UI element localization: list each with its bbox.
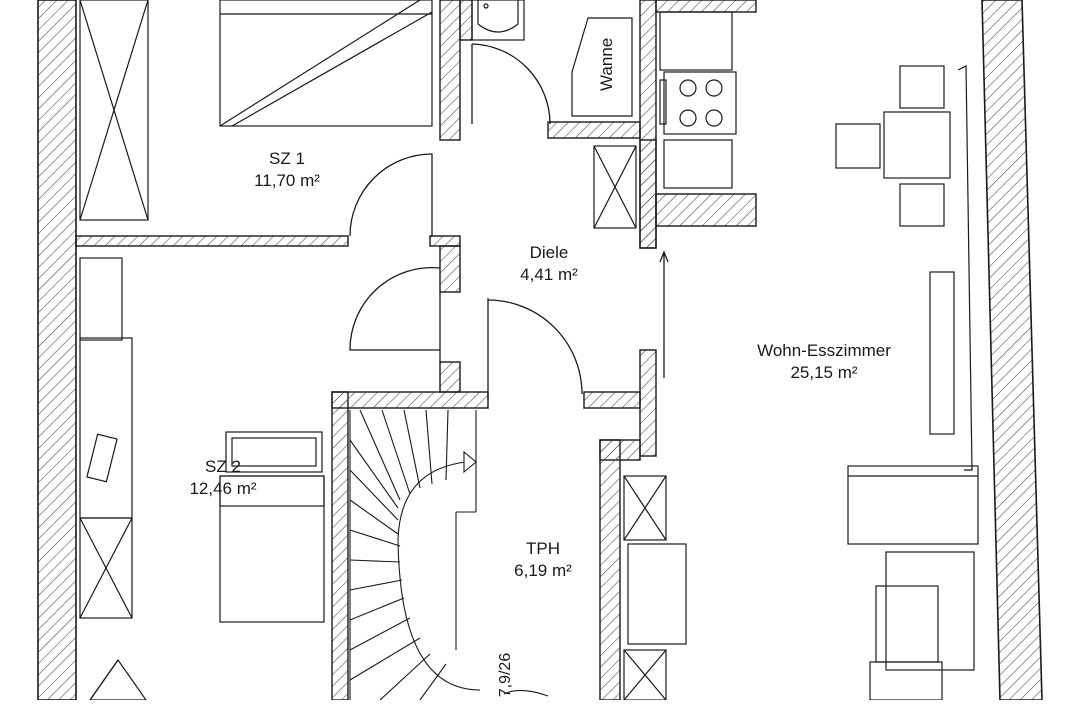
bathtub-label: Wanne bbox=[597, 37, 616, 91]
kitchen-fixtures bbox=[593, 11, 737, 229]
room-label-wohn: Wohn-Esszimmer 25,15 m² bbox=[724, 340, 924, 384]
room-area: 25,15 m² bbox=[790, 363, 858, 382]
wall-sz1-sz2-right bbox=[429, 235, 461, 247]
wash-basin bbox=[471, 0, 525, 41]
arrow-living bbox=[659, 250, 669, 263]
wall-right bbox=[981, 0, 1043, 700]
room-name: Diele bbox=[529, 243, 569, 262]
room-name: TPH bbox=[526, 539, 560, 558]
wall-bath-inner bbox=[547, 121, 641, 139]
room-label-tph: TPH 6,19 m² bbox=[488, 538, 598, 582]
room-area: 11,70 m² bbox=[254, 171, 320, 190]
room-label-diele: Diele 4,41 m² bbox=[494, 242, 604, 286]
room-name: Wohn-Esszimmer bbox=[757, 341, 891, 360]
door-sz1 bbox=[349, 153, 433, 237]
wall-left bbox=[37, 0, 77, 700]
wall-bath-left bbox=[459, 0, 473, 41]
room-label-sz2: SZ 2 12,46 m² bbox=[168, 456, 278, 500]
wall-kitchen-bottom bbox=[655, 193, 757, 227]
room-area: 12,46 m² bbox=[189, 479, 257, 498]
stove bbox=[663, 71, 737, 135]
bathtub bbox=[571, 17, 633, 117]
door-sz2 bbox=[349, 266, 441, 362]
door-tph bbox=[487, 298, 583, 400]
wall-stair-top bbox=[331, 391, 489, 409]
wall-sz2-right-low bbox=[439, 361, 461, 393]
room-area: 4,41 m² bbox=[520, 265, 578, 284]
room-area: 6,19 m² bbox=[514, 561, 572, 580]
wall-sz2-right bbox=[439, 245, 461, 293]
exterior-walls bbox=[37, 0, 1043, 700]
room-label-sz1: SZ 1 11,70 m² bbox=[232, 148, 342, 192]
wall-tph-right-3 bbox=[599, 439, 621, 700]
door-bath bbox=[471, 43, 551, 125]
wardrobe-sz1 bbox=[79, 0, 149, 221]
wall-kitchen-small bbox=[639, 139, 657, 249]
wall-sz1-sz2 bbox=[75, 235, 349, 247]
living-furniture bbox=[623, 65, 979, 700]
room-name: SZ 2 bbox=[205, 457, 241, 476]
cabinet-diele bbox=[593, 145, 637, 229]
bath-fixtures bbox=[471, 0, 633, 117]
sz2-furniture bbox=[79, 257, 325, 700]
wall-tph-right-1 bbox=[639, 349, 657, 457]
sz1-furniture bbox=[79, 0, 433, 221]
room-name: SZ 1 bbox=[269, 149, 305, 168]
wall-sz1-bath bbox=[439, 0, 461, 141]
bed-sz1 bbox=[219, 0, 433, 127]
interior-walls bbox=[75, 0, 757, 700]
doors bbox=[349, 43, 669, 400]
wall-stair-left bbox=[331, 391, 349, 700]
staircase bbox=[349, 409, 549, 700]
sofa bbox=[847, 465, 979, 545]
wall-tph-top bbox=[583, 391, 641, 409]
wall-kitchen-top bbox=[655, 0, 757, 13]
dining-table bbox=[883, 111, 951, 179]
